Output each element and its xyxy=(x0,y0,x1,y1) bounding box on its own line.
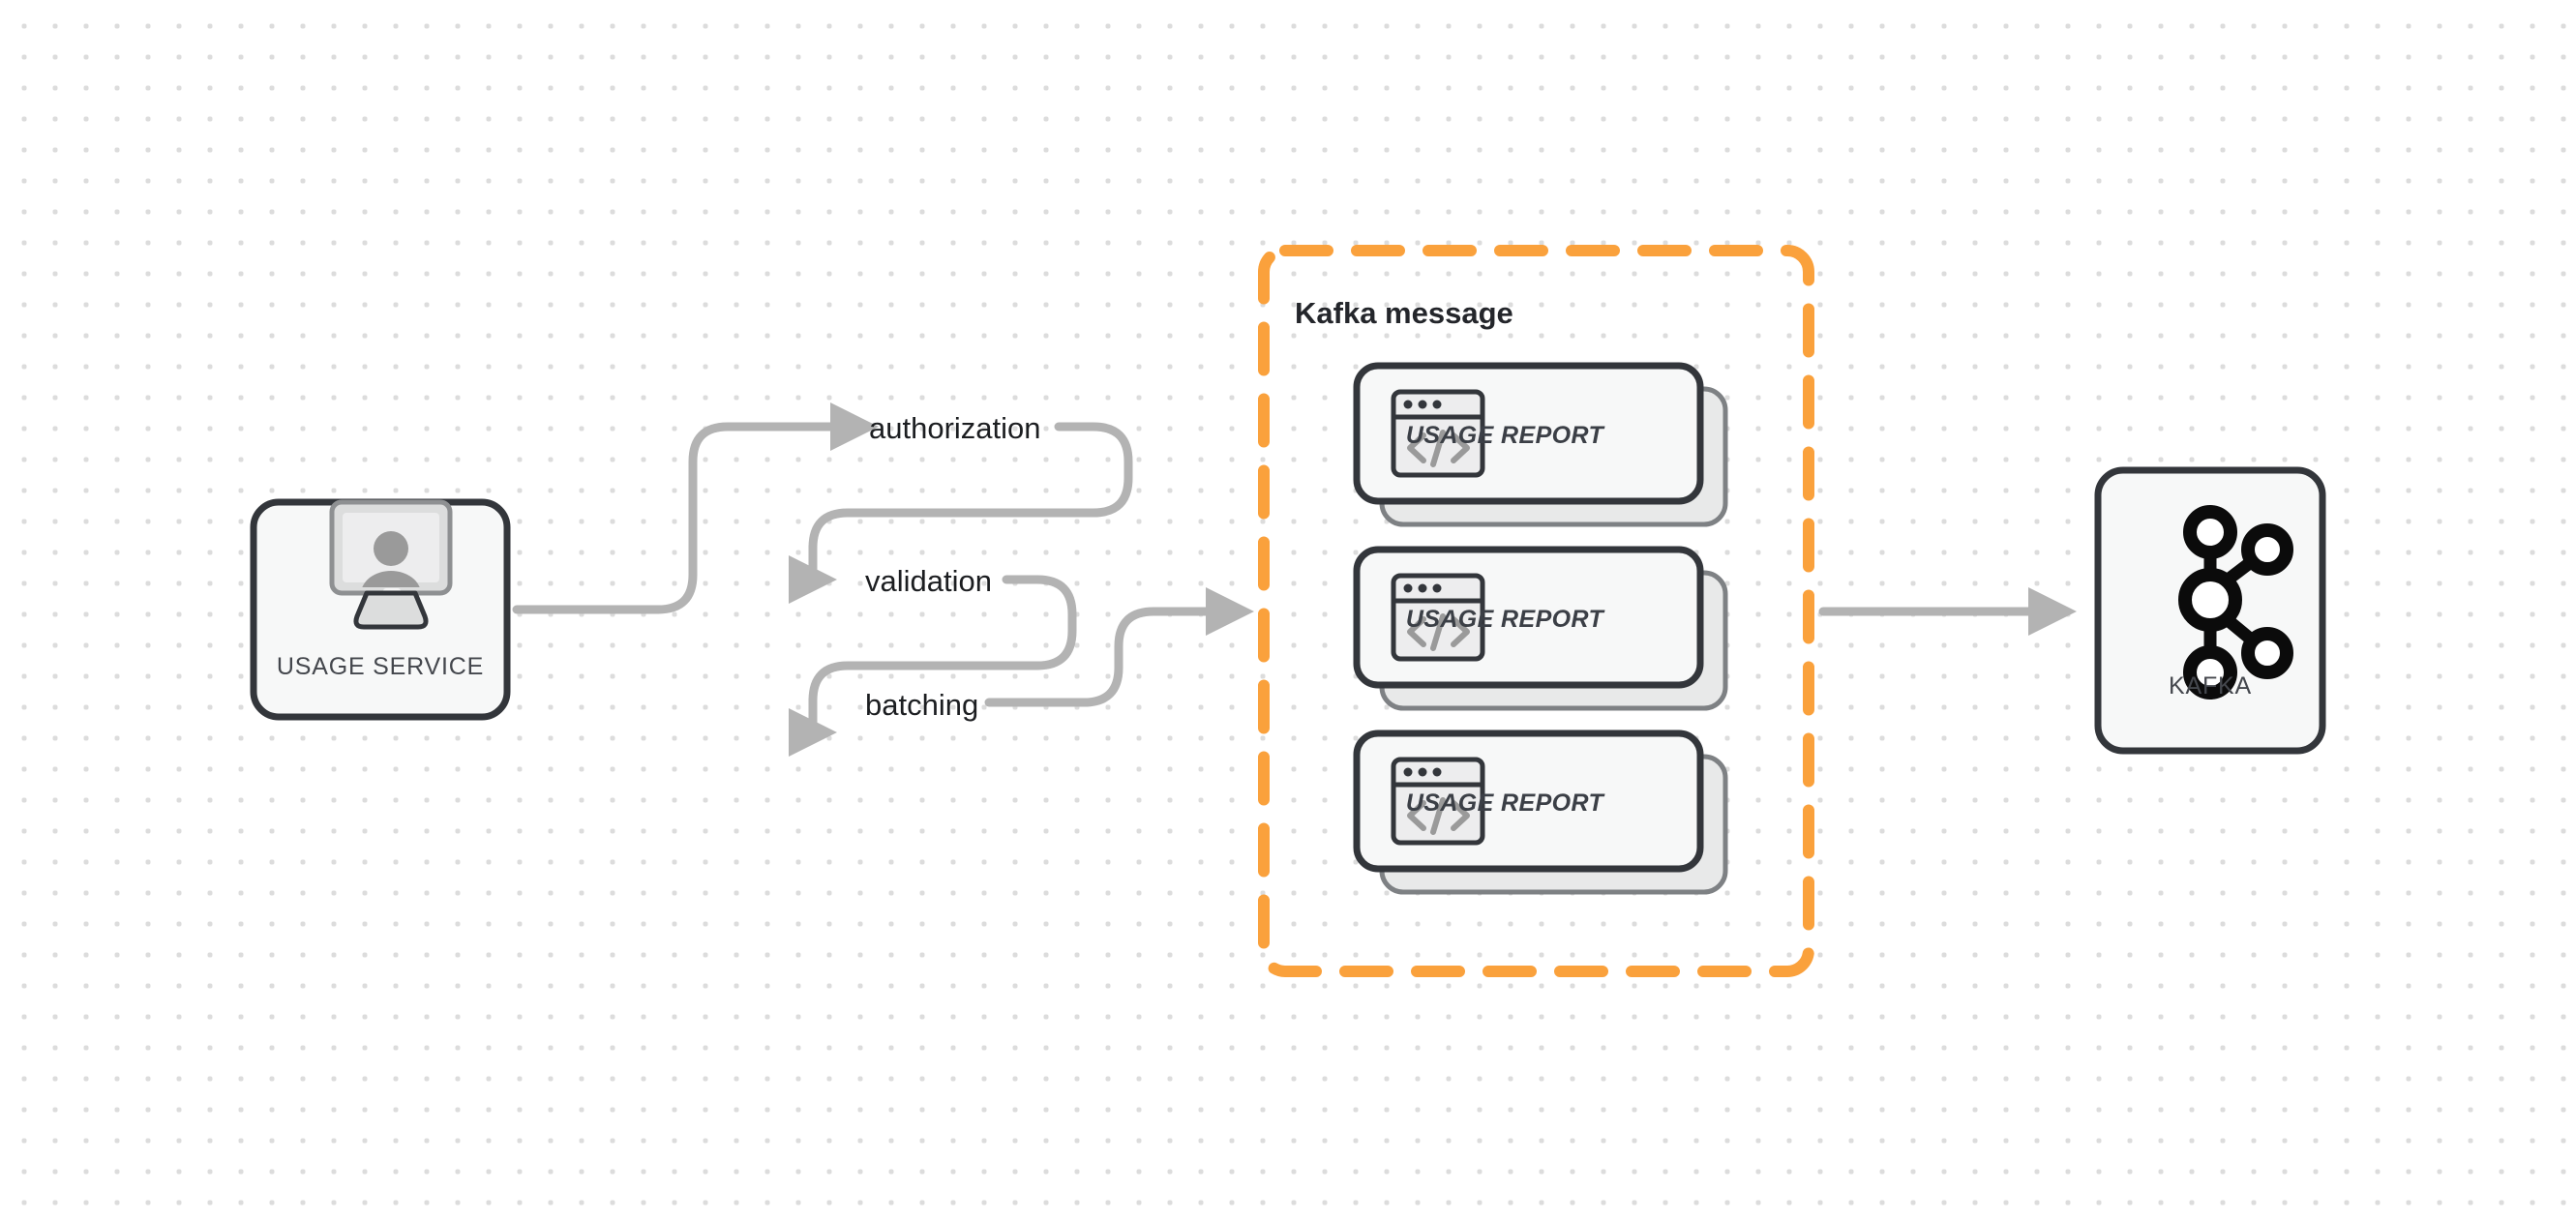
usage-report-card-label: USAGE REPORT xyxy=(1406,422,1606,449)
desktop-user-icon xyxy=(329,499,453,630)
kafka-message-dashed-border xyxy=(1258,245,1814,977)
code-window-icon xyxy=(1391,757,1485,846)
usage-report-card[interactable]: USAGE REPORT xyxy=(1353,546,1728,711)
kafka-message-title: Kafka message xyxy=(1295,296,1513,330)
connector-validation-to-batching xyxy=(789,575,1077,757)
pipeline-step-batching[interactable]: batching xyxy=(865,688,978,722)
code-window-icon xyxy=(1391,573,1485,662)
usage-service-label: USAGE SERVICE xyxy=(277,653,484,680)
usage-report-card[interactable]: USAGE REPORT xyxy=(1353,362,1728,527)
usage-report-card-label: USAGE REPORT xyxy=(1406,606,1606,633)
code-window-icon xyxy=(1391,389,1485,478)
kafka-logo-icon xyxy=(2178,505,2293,700)
connector-usage-service-to-authorization xyxy=(512,402,879,614)
kafka-message-group[interactable]: Kafka message USAGE REPORT xyxy=(1258,245,1814,977)
connector-kafka-message-to-kafka xyxy=(1818,587,2077,636)
node-usage-service[interactable]: USAGE SERVICE xyxy=(250,498,511,721)
connector-authorization-to-validation xyxy=(789,422,1133,604)
pipeline-step-authorization[interactable]: authorization xyxy=(869,411,1041,445)
node-kafka[interactable]: KAFKA xyxy=(2094,466,2326,755)
connector-batching-to-kafka-message xyxy=(984,587,1254,707)
kafka-label: KAFKA xyxy=(2169,672,2252,700)
usage-report-card[interactable]: USAGE REPORT xyxy=(1353,730,1728,895)
pipeline-step-validation[interactable]: validation xyxy=(865,564,992,598)
usage-report-card-label: USAGE REPORT xyxy=(1406,789,1606,817)
